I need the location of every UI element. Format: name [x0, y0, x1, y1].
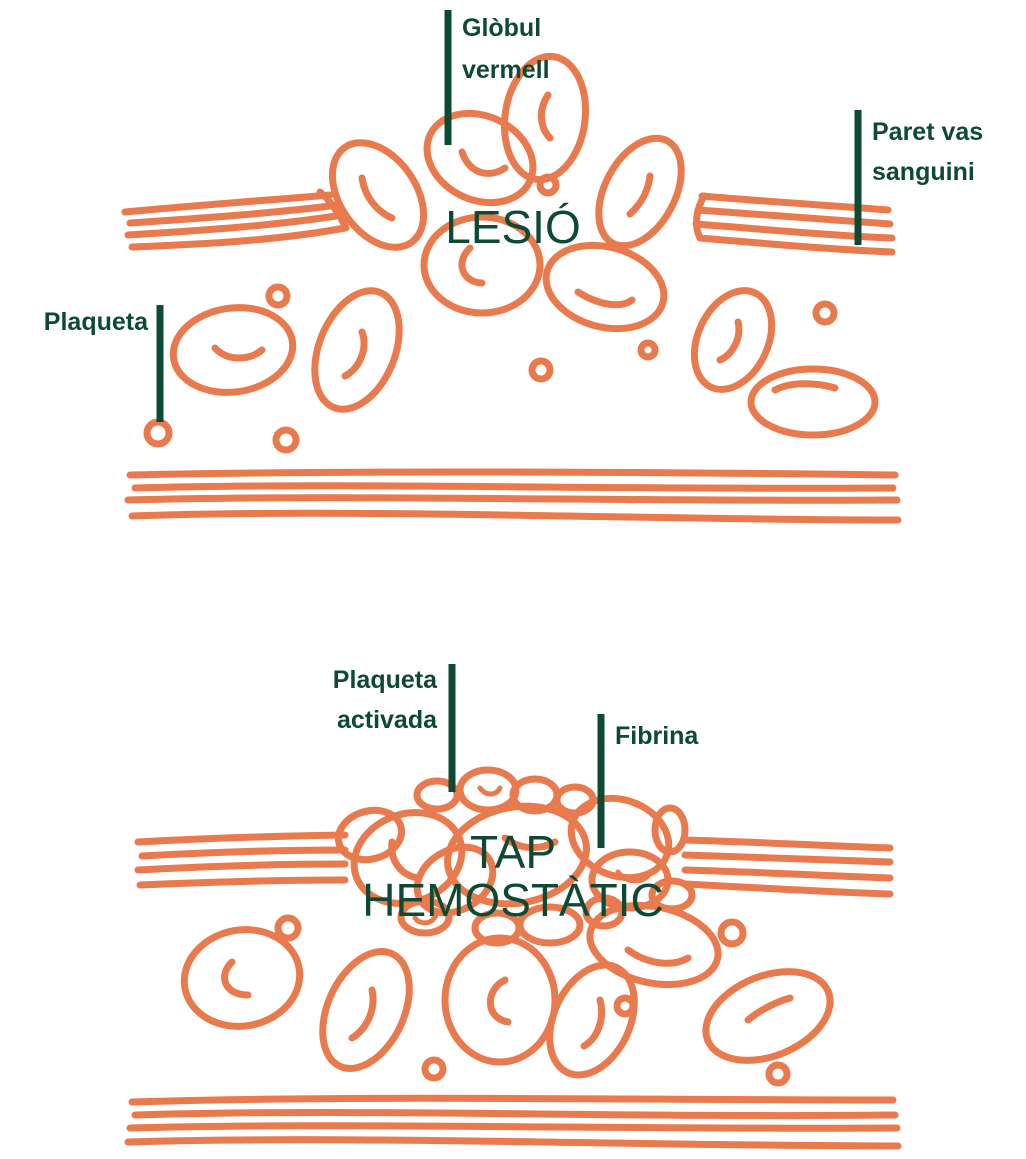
red-cell	[299, 278, 416, 421]
label-vessel-wall-line2: sanguini	[872, 158, 975, 186]
top-vessel-wall-lower	[128, 472, 898, 520]
red-cell	[693, 955, 844, 1078]
top-panel: Glòbul vermell Paret vas sanguini Plaque…	[44, 10, 983, 520]
red-cell	[582, 124, 698, 259]
red-cell	[679, 278, 786, 402]
red-cell	[168, 300, 299, 400]
platelet	[276, 430, 296, 450]
label-platelet: Plaqueta	[44, 308, 149, 336]
label-fibrin: Fibrina	[615, 722, 699, 750]
platelet	[278, 918, 298, 938]
red-cell	[751, 369, 875, 435]
red-cell	[445, 938, 555, 1062]
label-vessel-wall-line1: Paret vas	[872, 118, 983, 146]
platelet	[425, 1060, 443, 1078]
platelet	[532, 361, 550, 379]
bottom-vessel-wall-upper-right	[685, 840, 890, 894]
platelet	[721, 922, 743, 944]
bottom-vessel-wall-lower	[128, 1098, 898, 1146]
bottom-vessel-wall-upper-left	[138, 835, 345, 885]
platelet	[816, 304, 834, 322]
top-vessel-wall-upper-right	[696, 196, 892, 252]
platelet	[147, 422, 169, 444]
red-cell	[305, 938, 426, 1083]
label-activated-platelet-line2: activada	[337, 706, 438, 734]
platelet	[769, 1065, 787, 1083]
label-red-cell-line1: Glòbul	[462, 14, 541, 42]
title-lesion: LESIÓ	[445, 201, 581, 253]
title-plug-line1: TAP	[470, 826, 556, 878]
bottom-panel: Plaqueta activada Fibrina TAP HEMOSTÀTIC	[128, 664, 898, 1146]
top-vessel-wall-upper-left	[125, 192, 346, 247]
red-cell	[314, 126, 443, 265]
title-plug-line2: HEMOSTÀTIC	[362, 874, 664, 926]
platelet	[540, 177, 556, 193]
platelet	[269, 287, 287, 305]
platelet	[617, 998, 633, 1014]
platelet	[641, 343, 655, 357]
label-red-cell-line2: vermell	[462, 56, 550, 84]
label-activated-platelet-line1: Plaqueta	[333, 666, 438, 694]
